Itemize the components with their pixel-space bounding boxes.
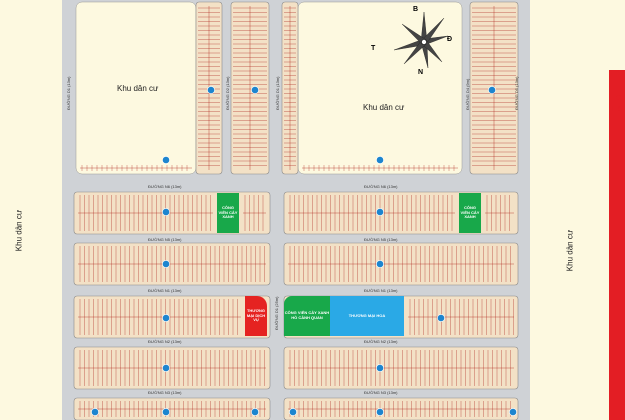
road-label-d-right: ĐƯỜNG D4 (9m) (465, 78, 470, 110)
block-markers (91, 86, 517, 416)
block-marker (162, 408, 170, 416)
compass-east-label: Đ (447, 36, 453, 43)
residential-label-north-right: Khu dân cư (363, 103, 405, 112)
block-marker (509, 408, 517, 416)
road-label-n5-right: ĐƯỜNG N5 (13m) (364, 237, 398, 242)
compass-rose-icon (393, 11, 449, 69)
compass-south-label: N (418, 69, 424, 76)
block-marker (437, 314, 445, 322)
road-label-n2-left: ĐƯỜNG N2 (13m) (148, 339, 182, 344)
compass-west-label: T (371, 45, 376, 52)
block-marker (162, 364, 170, 372)
lot-subdivisions (78, 6, 516, 417)
block-marker (376, 408, 384, 416)
road-label-d-left: ĐƯỜNG D1 (13m) (66, 76, 71, 110)
park-zone-right: CÔNG VIÊN CÂY XANH (459, 193, 481, 233)
residential-label-north-left: Khu dân cư (117, 84, 159, 93)
road-label-d5: ĐƯỜNG D5 (13m) (514, 76, 519, 110)
commercial-blue-zone: THƯƠNG MẠI HOA (330, 296, 404, 336)
road-label-n6-left: ĐƯỜNG N6 (13m) (148, 184, 182, 189)
block-marker (91, 408, 99, 416)
road-label-n1-left: ĐƯỜNG N1 (13m) (148, 288, 182, 293)
road-label-n5-left: ĐƯỜNG N5 (13m) (148, 237, 182, 242)
block-marker (376, 156, 384, 164)
road-label-n1-right: ĐƯỜNG N1 (13m) (364, 288, 398, 293)
block-marker (162, 156, 170, 164)
block-marker (162, 208, 170, 216)
commercial-zone: THƯƠNG MẠI DỊCH VỤ (245, 296, 267, 336)
block-marker (376, 208, 384, 216)
compass-center (421, 39, 427, 45)
compass-north-label: B (413, 6, 419, 13)
park-lake-zone: CÔNG VIÊN CÂY XANH HỒ CẢNH QUAN (284, 296, 330, 336)
road-label-d2: ĐƯỜNG D2 (13m) (225, 76, 230, 110)
residential-label-east: Khu dân cư (565, 229, 575, 272)
edge-text-c: C (616, 95, 622, 102)
edge-red-panel (609, 70, 625, 420)
road-label-n6-right: ĐƯỜNG N6 (13m) (364, 184, 398, 189)
block-marker (289, 408, 297, 416)
block-marker (162, 314, 170, 322)
block-marker (207, 86, 215, 94)
park-zone-left: CÔNG VIÊN CÂY XANH (217, 193, 239, 233)
residential-blocks (73, 1, 519, 420)
edge-text-ho: Hộ (612, 106, 622, 113)
road-label-n3-left: ĐƯỜNG N3 (13m) (148, 390, 182, 395)
residential-label-west: Khu dân cư (14, 209, 24, 252)
road-label-d1: ĐƯỜNG D1 (13m) (275, 76, 280, 110)
block-marker (251, 86, 259, 94)
block-marker (488, 86, 496, 94)
block-marker (162, 260, 170, 268)
block-marker (376, 260, 384, 268)
block-marker (251, 408, 259, 416)
road-label-n2-right: ĐƯỜNG N2 (13m) (364, 339, 398, 344)
road-label-n3-right: ĐƯỜNG N3 (13m) (364, 390, 398, 395)
road-label-d-center: ĐƯỜNG D1 (25m) (274, 296, 279, 330)
block-marker (376, 364, 384, 372)
